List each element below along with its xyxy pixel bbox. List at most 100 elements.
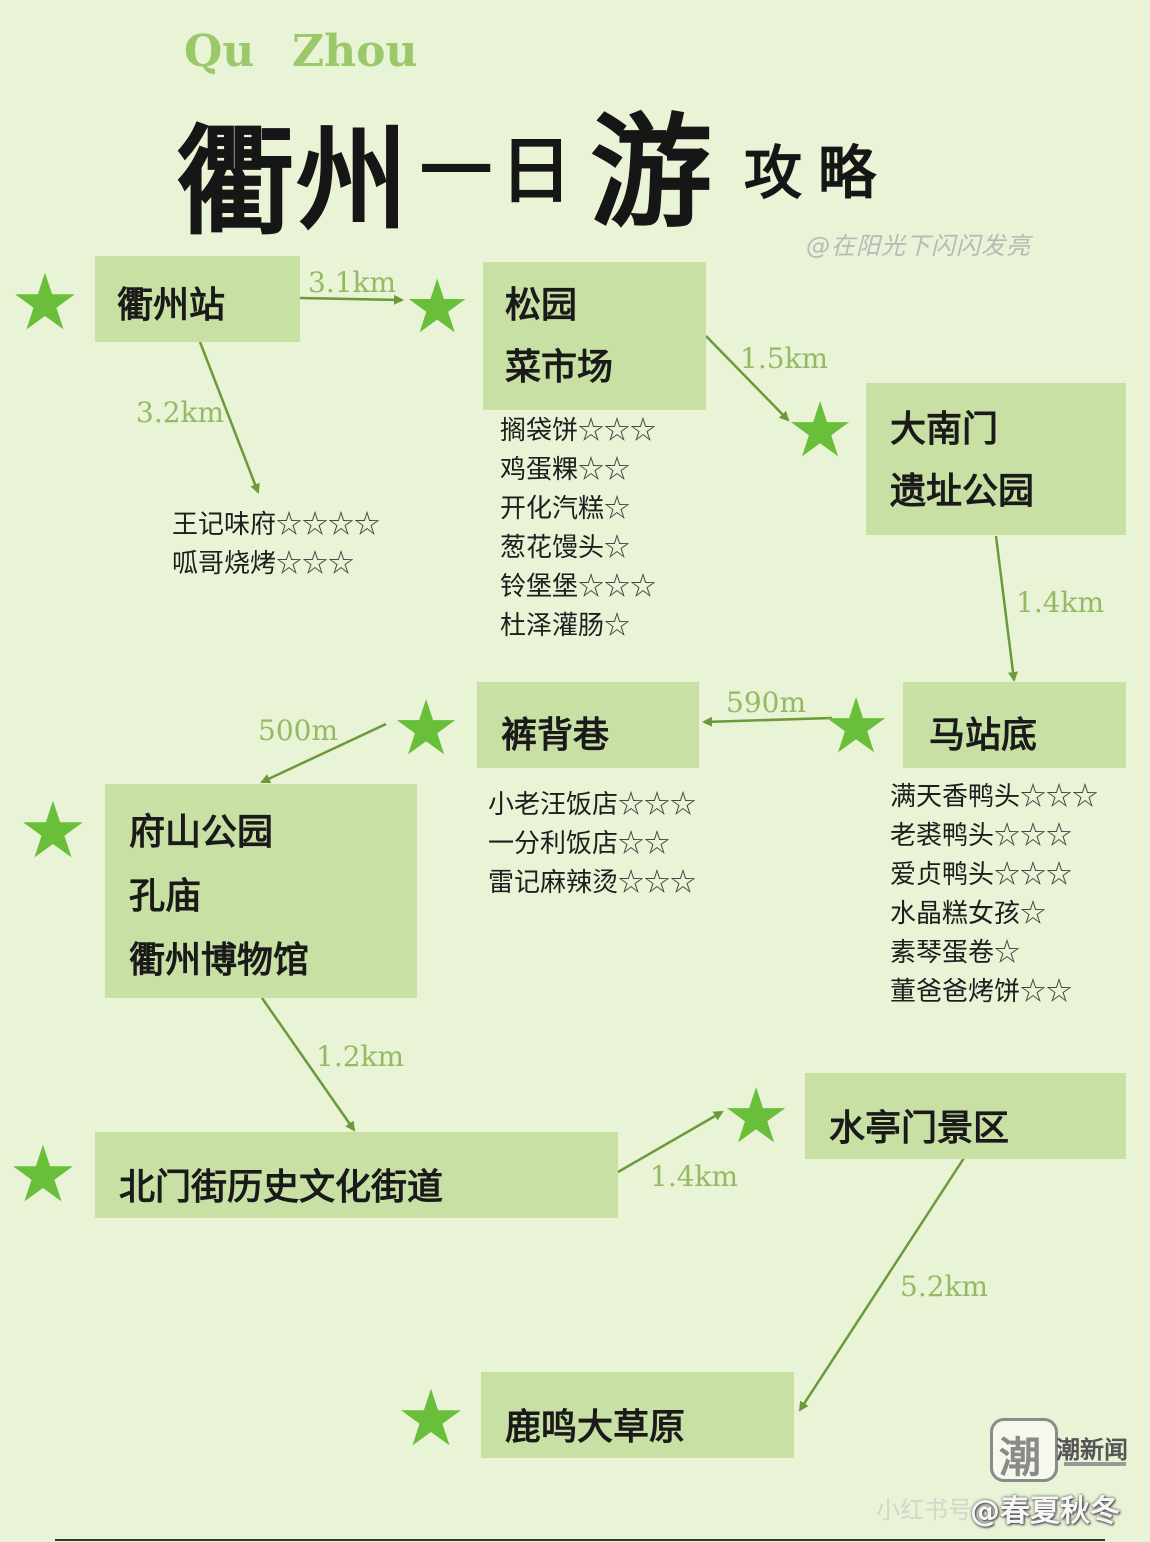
- food-rating: ☆☆☆: [994, 821, 1073, 851]
- arrow-danan-to-mazhandi: [994, 535, 1018, 682]
- title-char-lue: 略: [818, 139, 877, 207]
- food-name: 开化汽糕: [500, 494, 605, 524]
- food-rating: ☆☆☆: [618, 790, 697, 820]
- news-brand: 潮新闻: [1056, 1436, 1128, 1464]
- food-rating: ☆☆☆: [578, 416, 657, 446]
- station-name: 衢州站: [117, 284, 226, 326]
- food-item: 雷记麻辣烫☆☆☆: [488, 864, 696, 903]
- title-char-yi: 一: [420, 128, 493, 213]
- food-name: 满天香鸭头: [890, 782, 1021, 812]
- station-mazhandi: 马站底: [903, 682, 1126, 768]
- distance-label: 500m: [258, 714, 338, 747]
- food-item: 一分利饭店☆☆: [488, 825, 696, 864]
- food-list-mazhandi: 满天香鸭头☆☆☆ 老裘鸭头☆☆☆ 爱贞鸭头☆☆☆ 水晶糕女孩☆ 素琴蛋卷☆ 董爸…: [890, 778, 1098, 1012]
- star-icon: ★: [404, 264, 471, 350]
- divider: [55, 1539, 1105, 1541]
- food-name: 一分利饭店: [488, 829, 619, 859]
- food-item: 葱花馒头☆: [500, 529, 656, 568]
- distance-label: 590m: [726, 686, 806, 719]
- food-list-near-station: 王记味府☆☆☆☆ 呱哥烧烤☆☆☆: [172, 506, 380, 584]
- title-char-ri: 日: [500, 128, 573, 213]
- distance-label: 3.1km: [308, 266, 397, 299]
- faint-brand-watermark: 小红书号: [876, 1496, 972, 1524]
- station-name: 府山公园: [129, 811, 274, 853]
- station-name: 北门街历史文化街道: [119, 1166, 444, 1208]
- food-name: 老裘鸭头: [890, 821, 995, 851]
- food-rating: ☆☆☆: [618, 868, 697, 898]
- food-rating: ☆☆☆: [276, 549, 355, 579]
- star-icon: ★: [722, 1071, 791, 1160]
- station-name: 菜市场: [505, 346, 614, 388]
- station-name: 衢州博物馆: [129, 939, 310, 981]
- title-char-qu: 衢: [176, 112, 295, 251]
- food-item: 开化汽糕☆: [500, 490, 656, 529]
- arrow-kubeixiang-to-fushan: [260, 722, 387, 784]
- station-name: 裤背巷: [501, 714, 610, 756]
- food-item: 素琴蛋卷☆: [890, 934, 1098, 973]
- food-item: 铃堡堡☆☆☆: [500, 568, 656, 607]
- food-name: 水晶糕女孩: [890, 899, 1021, 929]
- food-name: 小老汪饭店: [488, 790, 619, 820]
- food-item: 鸡蛋粿☆☆: [500, 451, 656, 490]
- star-icon: ★: [396, 1374, 466, 1464]
- station-name: 马站底: [929, 714, 1038, 756]
- food-item: 爱贞鸭头☆☆☆: [890, 856, 1098, 895]
- arrow-station-to-songyuan: [299, 294, 404, 305]
- star-icon: ★: [10, 258, 80, 348]
- station-name: 松园: [505, 284, 578, 326]
- distance-label: 1.5km: [740, 342, 829, 375]
- star-icon: ★: [18, 786, 88, 876]
- author-watermark: @在阳光下闪闪发亮: [806, 232, 1031, 260]
- arrow-shuiting-to-luming: [798, 1157, 966, 1412]
- pinyin-zhou: Zhou: [292, 26, 418, 77]
- food-name: 爱贞鸭头: [890, 860, 995, 890]
- food-rating: ☆☆☆: [578, 572, 657, 602]
- distance-label: 1.2km: [316, 1040, 405, 1073]
- arrow-station-to-food: [198, 341, 260, 494]
- food-name: 杜泽灌肠: [500, 611, 605, 641]
- station-name: 鹿鸣大草原: [505, 1406, 686, 1448]
- station-shuiting: 水亭门景区: [805, 1073, 1126, 1159]
- brand-underline: [1064, 1462, 1126, 1466]
- food-item: 董爸爸烤饼☆☆: [890, 973, 1098, 1012]
- food-item: 杜泽灌肠☆: [500, 607, 656, 646]
- food-name: 呱哥烧烤: [172, 549, 277, 579]
- food-item: 呱哥烧烤☆☆☆: [172, 545, 380, 584]
- food-rating: ☆: [994, 938, 1021, 968]
- food-name: 葱花馒头: [500, 533, 605, 563]
- station-danan: 大南门 遗址公园: [866, 383, 1126, 535]
- station-kubeixiang: 裤背巷: [477, 682, 699, 768]
- distance-label: 1.4km: [1016, 586, 1105, 619]
- food-list-songyuan: 搁袋饼☆☆☆ 鸡蛋粿☆☆ 开化汽糕☆ 葱花馒头☆ 铃堡堡☆☆☆ 杜泽灌肠☆: [500, 412, 656, 646]
- arrow-beimen-to-shuiting: [617, 1110, 724, 1174]
- star-icon: ★: [822, 681, 891, 770]
- food-name: 素琴蛋卷: [890, 938, 995, 968]
- food-item: 老裘鸭头☆☆☆: [890, 817, 1098, 856]
- food-rating: ☆☆: [618, 829, 671, 859]
- food-name: 搁袋饼: [500, 416, 579, 446]
- food-name: 铃堡堡: [500, 572, 579, 602]
- station-name: 大南门: [890, 408, 999, 450]
- food-item: 水晶糕女孩☆: [890, 895, 1098, 934]
- star-icon: ★: [392, 683, 461, 772]
- station-beimen: 北门街历史文化街道: [95, 1132, 618, 1218]
- food-item: 小老汪饭店☆☆☆: [488, 786, 696, 825]
- title-char-you: 游: [590, 100, 712, 244]
- food-name: 雷记麻辣烫: [488, 868, 619, 898]
- distance-label: 3.2km: [136, 396, 225, 429]
- food-item: 王记味府☆☆☆☆: [172, 506, 380, 545]
- distance-label: 5.2km: [900, 1270, 989, 1303]
- food-rating: ☆: [1020, 899, 1047, 929]
- station-name: 水亭门景区: [829, 1107, 1010, 1149]
- station-name: 孔庙: [129, 875, 202, 917]
- pinyin-qu: Qu: [184, 26, 255, 77]
- author-credit: @春夏秋冬: [970, 1494, 1120, 1529]
- star-icon: ★: [8, 1130, 78, 1220]
- station-luming: 鹿鸣大草原: [481, 1372, 794, 1458]
- food-rating: ☆: [604, 494, 631, 524]
- food-rating: ☆: [604, 533, 631, 563]
- food-rating: ☆: [604, 611, 631, 641]
- food-item: 搁袋饼☆☆☆: [500, 412, 656, 451]
